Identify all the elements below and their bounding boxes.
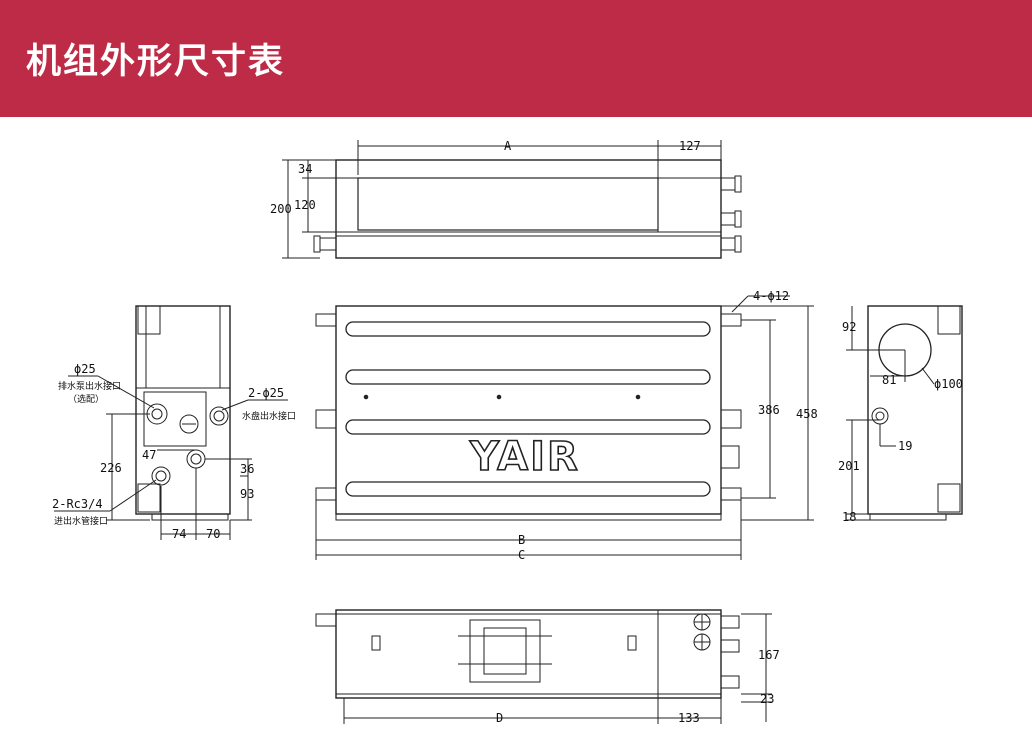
brand-logo: YAIR xyxy=(469,434,580,480)
dim-167: 167 xyxy=(758,648,780,662)
dim-phi100: ϕ100 xyxy=(934,377,963,391)
dim-4-phi12: 4-ϕ12 xyxy=(753,289,789,303)
dim-36: 36 xyxy=(240,462,254,476)
front-view xyxy=(315,295,814,560)
dim-127: 127 xyxy=(679,139,701,153)
bottom-view xyxy=(315,609,772,724)
dim-226: 226 xyxy=(100,461,122,475)
right-side-view xyxy=(846,305,963,521)
dim-74: 74 xyxy=(172,527,186,541)
dim-d: D xyxy=(496,711,503,725)
dim-201: 201 xyxy=(838,459,860,473)
dim-23: 23 xyxy=(760,692,774,706)
dim-a: A xyxy=(504,139,512,153)
dim-34: 34 xyxy=(298,162,312,176)
page-title: 机组外形尺寸表 xyxy=(26,42,286,82)
dim-120: 120 xyxy=(294,198,316,212)
dim-18: 18 xyxy=(842,510,856,524)
dim-47: 47 xyxy=(142,448,156,462)
dim-2-phi25: 2-ϕ25 xyxy=(248,386,284,400)
dim-2-rc3-4: 2-Rc3/4 xyxy=(52,497,103,511)
dim-458: 458 xyxy=(796,407,818,421)
dim-phi25: ϕ25 xyxy=(74,362,96,376)
top-view xyxy=(282,140,742,259)
dim-19: 19 xyxy=(898,439,912,453)
dim-92: 92 xyxy=(842,320,856,334)
dim-b: B xyxy=(518,533,525,547)
drain-outlet-label: 排水泵出水接口 xyxy=(58,380,121,392)
dim-386: 386 xyxy=(758,403,780,417)
dim-133: 133 xyxy=(678,711,700,725)
dim-81: 81 xyxy=(882,373,896,387)
dim-200: 200 xyxy=(270,202,292,216)
dim-93: 93 xyxy=(240,487,254,501)
dim-c: C xyxy=(518,548,525,562)
inlet-outlet-label: 进出水管接口 xyxy=(54,515,108,527)
optional-label: （选配） xyxy=(68,393,104,405)
header-banner: 机组外形尺寸表 xyxy=(0,0,1032,117)
tray-outlet-label: 水盘出水接口 xyxy=(242,410,296,422)
left-side-view xyxy=(54,305,288,540)
dim-70: 70 xyxy=(206,527,220,541)
